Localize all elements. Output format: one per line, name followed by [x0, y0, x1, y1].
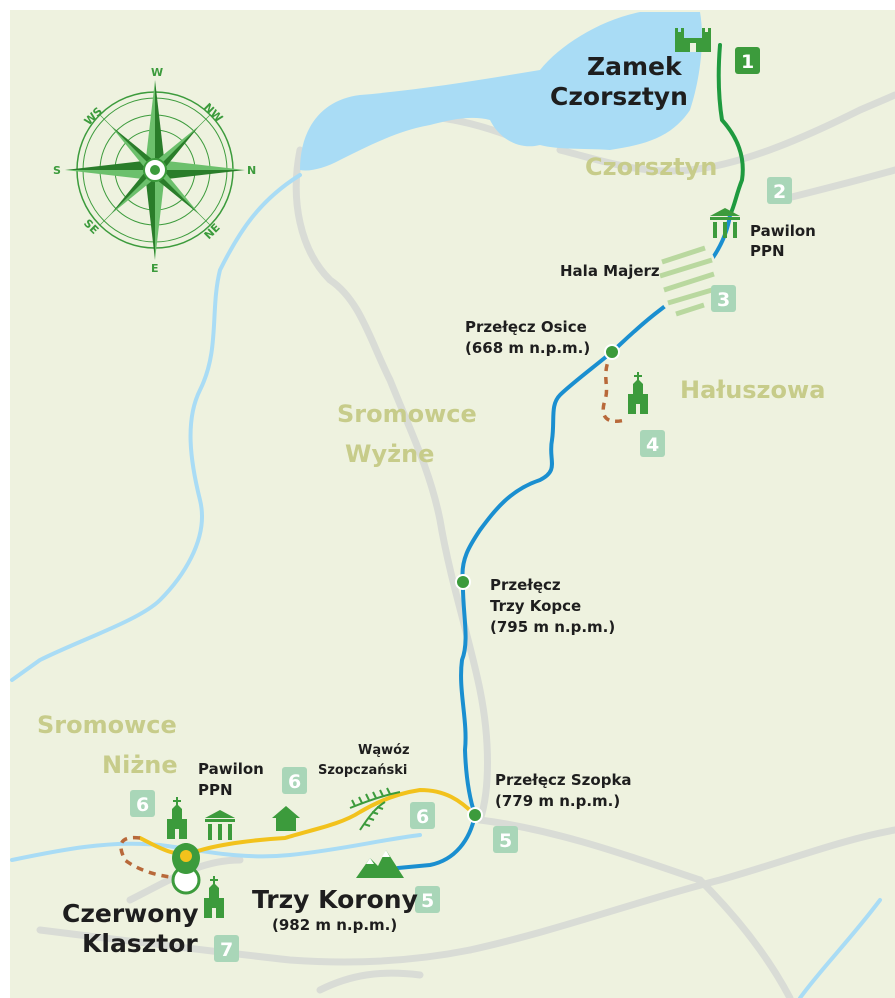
svg-text:5: 5: [421, 890, 434, 912]
house-icon: [272, 806, 300, 831]
osice-dot: [604, 344, 620, 360]
szopka-dot: [467, 807, 483, 823]
trzy-kopce-label-2: Trzy Kopce: [490, 597, 581, 615]
wawoz-label-1: Wąwóz: [358, 743, 410, 758]
badge-6-house: 6: [282, 767, 307, 794]
gorge-icon: [349, 787, 401, 831]
svg-text:1: 1: [741, 51, 754, 73]
hala-majerz-area: [659, 245, 716, 317]
badge-4: 4: [640, 430, 665, 457]
badge-1: 1: [735, 47, 760, 74]
rivers: [10, 173, 882, 998]
sromowce-wyzne-1: Sromowce: [337, 400, 477, 428]
trzy-korony-label-2: (982 m n.p.m.): [272, 916, 397, 934]
svg-text:4: 4: [646, 434, 659, 456]
sromowce-wyzne-2: Wyżne: [345, 440, 434, 468]
haluszowa-village: Hałuszowa: [680, 376, 825, 404]
lake: [300, 12, 702, 171]
compass-rose-icon: W N E S WS NW NE SE: [53, 66, 256, 275]
badge-6-wawoz: 6: [410, 802, 435, 829]
hala-majerz-label: Hala Majerz: [560, 262, 660, 280]
trzy-kopce-dot: [455, 574, 471, 590]
church-icon-haluszowa: [628, 372, 648, 414]
badge-5-trzy-korony: 5: [415, 886, 440, 913]
church-icon-sromowce: [167, 797, 187, 839]
badges: 1 2 3 4 5 5 6 6 6 7: [130, 47, 792, 962]
pavilion-icon-bottom: [205, 810, 235, 840]
svg-text:6: 6: [288, 771, 301, 793]
svg-text:2: 2: [773, 181, 786, 203]
trzy-korony-label-1: Trzy Korony: [252, 885, 418, 914]
pawilon-bottom-label-1: Pawilon: [198, 760, 264, 778]
blue-route: [396, 213, 732, 870]
trzy-kopce-label-3: (795 m n.p.m.): [490, 618, 615, 636]
szopka-label-2: (779 m n.p.m.): [495, 792, 620, 810]
svg-text:5: 5: [499, 830, 512, 852]
zamek-label-1: Zamek: [587, 52, 683, 81]
sromowce-nizne-1: Sromowce: [37, 711, 177, 739]
svg-text:7: 7: [220, 939, 233, 961]
badge-6-sromowce: 6: [130, 790, 155, 817]
klasztor-label-1: Czerwony: [62, 899, 199, 928]
osice-label-1: Przełęcz Osice: [465, 318, 587, 336]
castle-icon: [675, 28, 711, 52]
location-pin-icon: [171, 843, 201, 895]
badge-5-szopka: 5: [493, 826, 518, 853]
trzy-kopce-label-1: Przełęcz: [490, 576, 561, 594]
compass-label-right: N: [247, 164, 256, 177]
pawilon-top-label-2: PPN: [750, 242, 785, 260]
compass-label-left: S: [53, 164, 61, 177]
church-icon-klasztor: [204, 876, 224, 918]
svg-text:3: 3: [717, 289, 730, 311]
badge-2: 2: [767, 177, 792, 204]
badge-3: 3: [711, 285, 736, 312]
czorsztyn-village: Czorsztyn: [585, 153, 717, 181]
waypoint-dots: [455, 344, 620, 823]
compass-label-bottom: E: [151, 262, 159, 275]
compass-label-top: W: [151, 66, 163, 79]
szopka-label-1: Przełęcz Szopka: [495, 771, 632, 789]
klasztor-label-2: Klasztor: [82, 929, 198, 958]
wawoz-label-2: Szopczański: [318, 763, 407, 778]
osice-label-2: (668 m n.p.m.): [465, 339, 590, 357]
dashed-route-klasztor: [119, 835, 186, 880]
pawilon-top-label-1: Pawilon: [750, 222, 816, 240]
dashed-route-haluszowa: [601, 351, 626, 423]
svg-text:6: 6: [416, 806, 429, 828]
svg-text:6: 6: [136, 794, 149, 816]
pavilion-icon-top: [710, 208, 740, 238]
green-route: [716, 43, 745, 217]
zamek-label-2: Czorsztyn: [550, 82, 688, 111]
sromowce-nizne-2: Niżne: [102, 751, 178, 779]
pawilon-bottom-label-2: PPN: [198, 781, 233, 799]
roads: [36, 91, 895, 998]
mountain-icon: [356, 850, 404, 878]
badge-7: 7: [214, 935, 239, 962]
